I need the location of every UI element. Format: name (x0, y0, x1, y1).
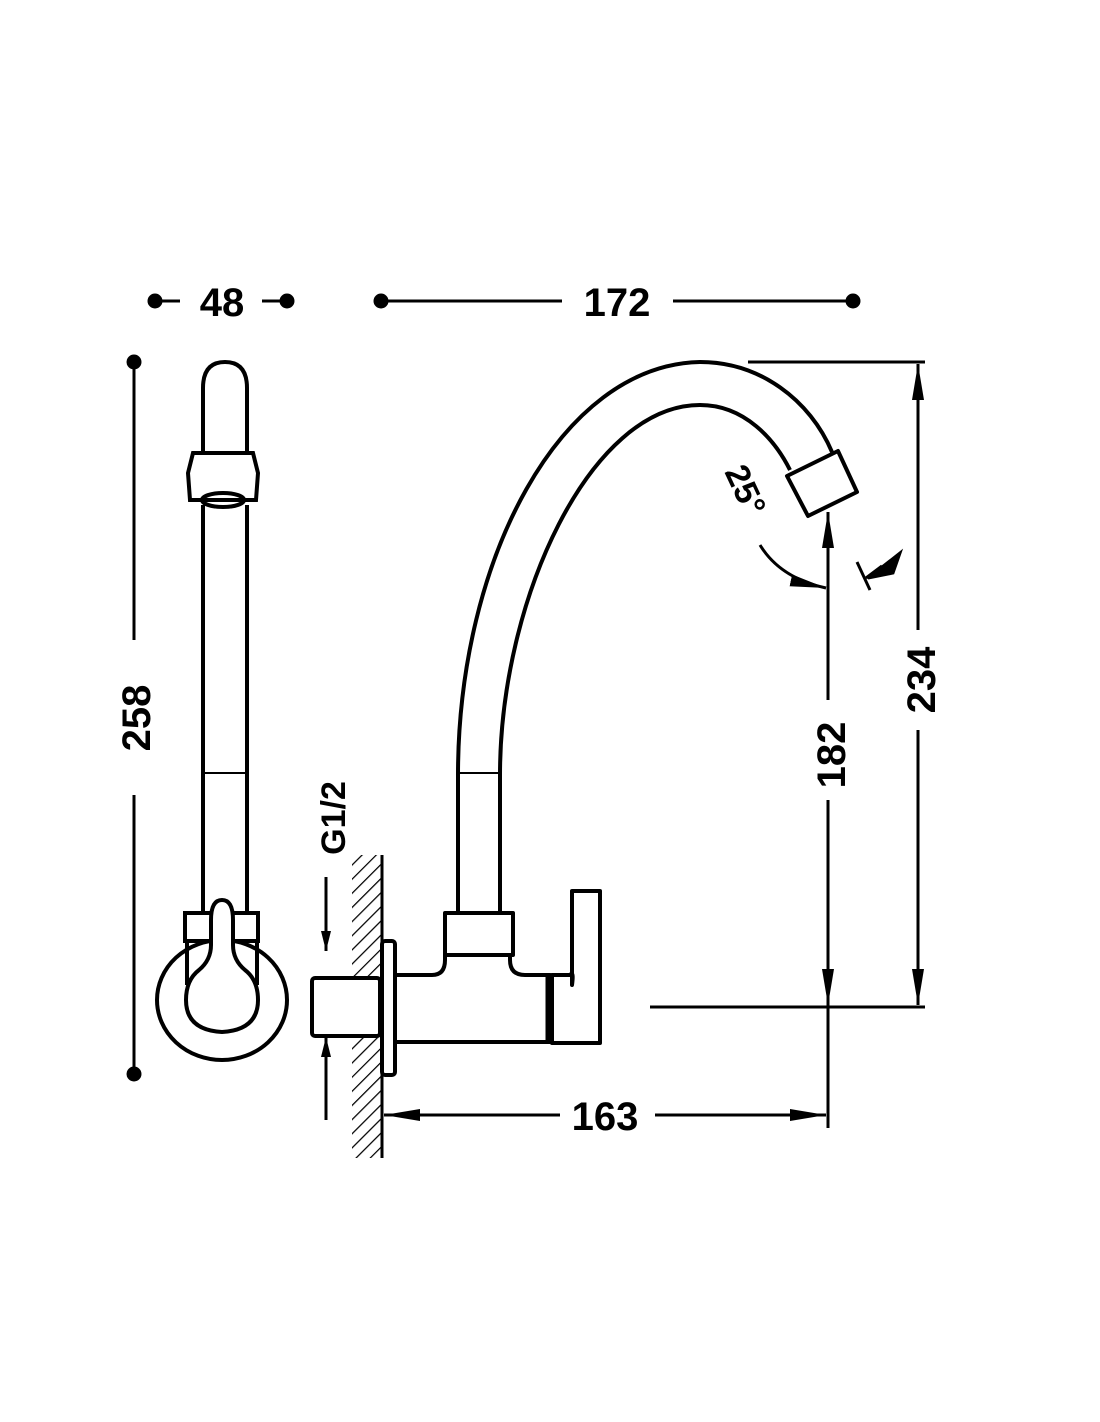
dimension-163 (384, 860, 830, 1128)
dimension-48 (147, 293, 295, 309)
thread-label: G1/2 (315, 781, 353, 855)
angle-arc (758, 544, 904, 591)
dimension-172 (373, 293, 861, 309)
dimension-172-label: 172 (584, 281, 651, 325)
dimension-234 (650, 360, 925, 1009)
dimension-258 (126, 354, 142, 1082)
dimension-234-label: 234 (900, 646, 944, 713)
dimension-48-label: 48 (200, 281, 245, 325)
angle-label: 25° (717, 459, 773, 522)
dimension-258-label: 258 (115, 685, 159, 752)
dimension-163-label: 163 (572, 1095, 639, 1139)
faucet-side-view (155, 359, 289, 1062)
faucet-front-view (310, 360, 859, 1077)
dimension-182-label: 182 (810, 722, 854, 789)
